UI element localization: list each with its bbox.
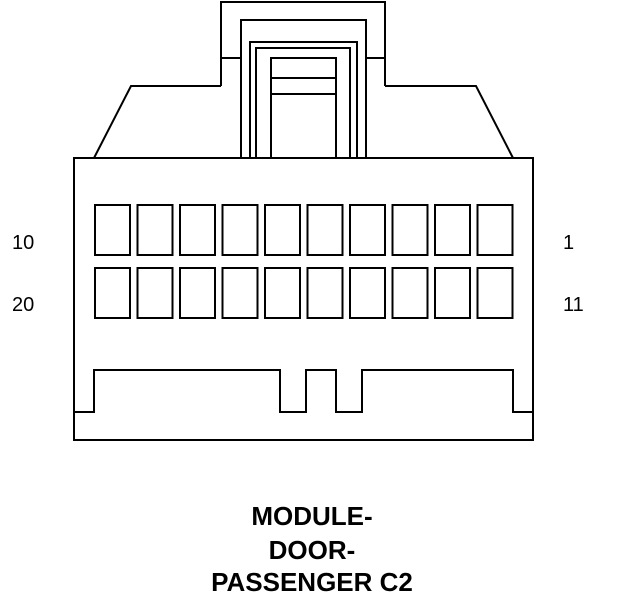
terminal-cavity bbox=[306, 267, 344, 319]
terminal-cavity bbox=[179, 204, 216, 256]
latch-frame-2 bbox=[249, 41, 358, 158]
terminal-cavity bbox=[264, 267, 301, 319]
terminal-cavity bbox=[94, 204, 131, 256]
terminal-cavity bbox=[434, 204, 471, 256]
terminal-cavity bbox=[349, 204, 386, 256]
right-shoulder bbox=[385, 85, 514, 159]
terminal-cavity bbox=[221, 267, 259, 319]
terminal-cavity bbox=[264, 204, 301, 256]
terminal-cavity bbox=[136, 204, 174, 256]
terminal-cavity bbox=[136, 267, 174, 319]
latch-frame-3 bbox=[255, 47, 351, 158]
terminal-cavity bbox=[476, 204, 514, 256]
latch-outer bbox=[220, 1, 386, 86]
terminal-cavity bbox=[476, 267, 514, 319]
bottom-key bbox=[74, 369, 533, 413]
caption-line-2: DOOR- bbox=[268, 535, 356, 565]
latch-frame-1 bbox=[240, 19, 367, 158]
pin-label-1: 1 bbox=[563, 232, 575, 254]
terminal-cavity bbox=[349, 267, 386, 319]
terminal-cavity bbox=[391, 267, 429, 319]
terminal-cavity bbox=[179, 267, 216, 319]
terminal-cavity bbox=[391, 204, 429, 256]
pin-label-10: 10 bbox=[12, 232, 35, 254]
terminal-cavity bbox=[221, 204, 259, 256]
terminal-cavity bbox=[306, 204, 344, 256]
caption-line-3: PASSENGER C2 bbox=[211, 567, 413, 597]
pin-label-11: 11 bbox=[563, 294, 584, 316]
left-shoulder bbox=[93, 85, 221, 159]
terminal-cavity bbox=[94, 267, 131, 319]
terminal-cavity bbox=[434, 267, 471, 319]
connector-body bbox=[73, 157, 534, 441]
caption-line-1: MODULE- bbox=[251, 501, 373, 531]
latch-inner bbox=[270, 57, 337, 158]
pin-label-20: 20 bbox=[12, 294, 35, 316]
